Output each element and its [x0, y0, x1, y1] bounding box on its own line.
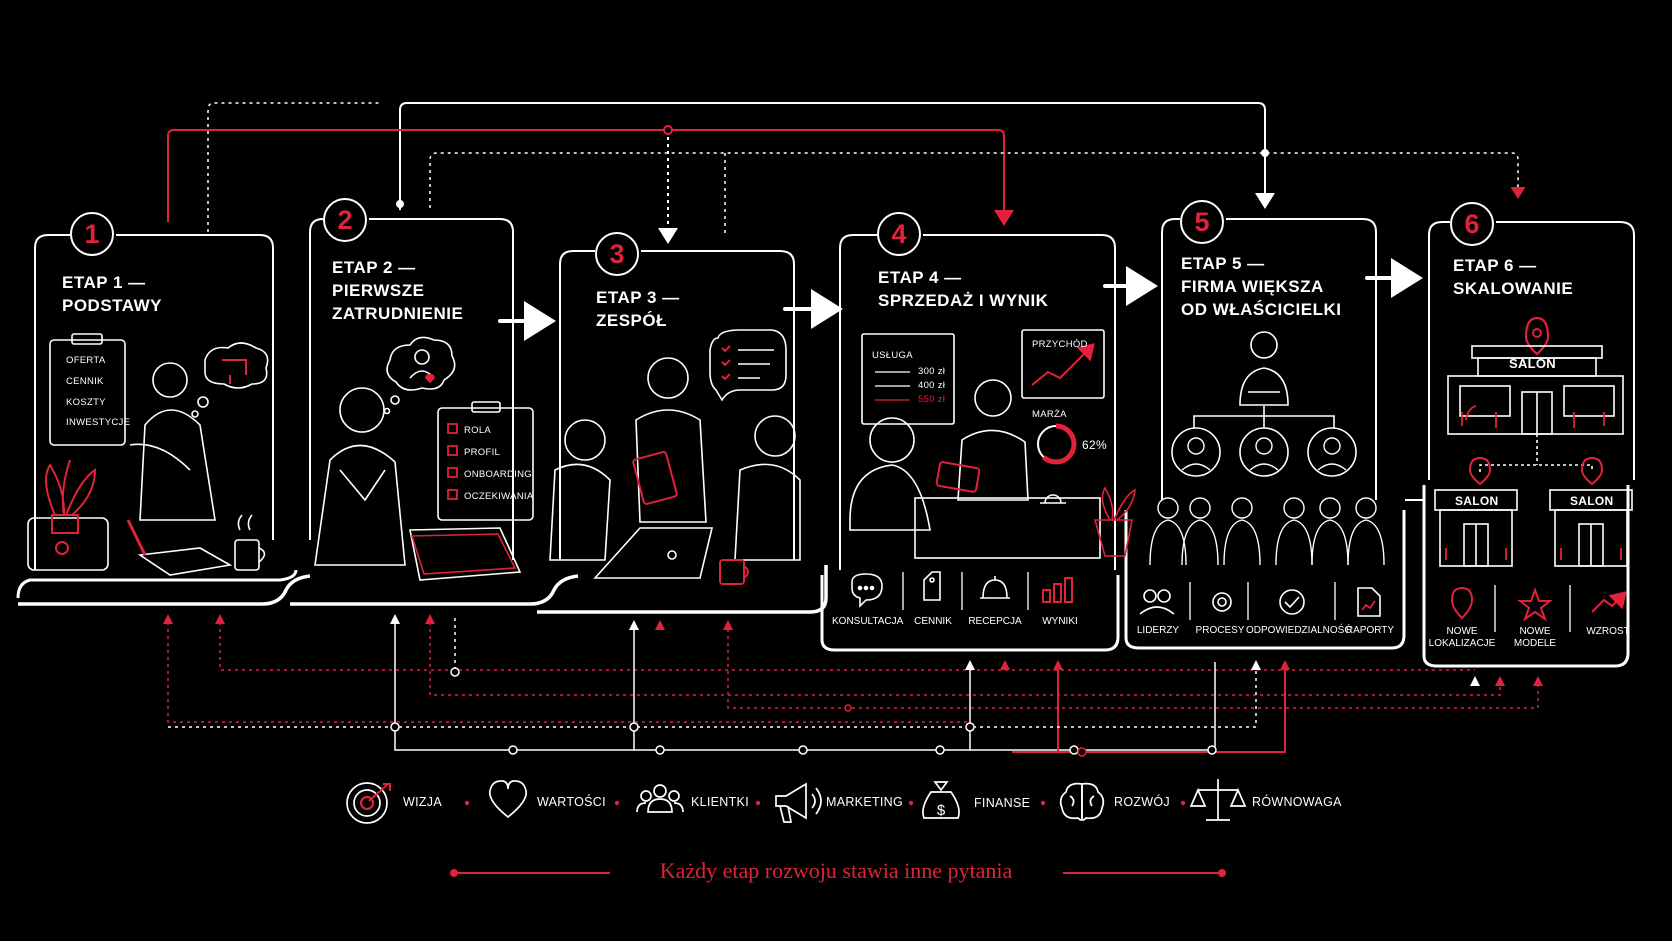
icon-label-procesy: PROCESY — [1195, 625, 1245, 636]
card2-illustration — [314, 336, 534, 581]
clipboard-item: INWESTYCJE — [66, 417, 131, 428]
icon-label-liderzy: LIDERZY — [1136, 625, 1180, 636]
card-frames — [16, 218, 1635, 668]
stage-4-number: 4 — [877, 212, 921, 256]
margin-title: MARŻA — [1032, 409, 1067, 420]
svg-text:$: $ — [937, 802, 946, 819]
people-icon — [636, 784, 684, 813]
icon-label-recepcja: RECEPCJA — [968, 616, 1022, 627]
scales-icon — [1189, 779, 1247, 821]
service-price: 400 zł — [918, 380, 946, 391]
card4-illustration — [849, 329, 1136, 610]
stage-6-title: ETAP 6 — SKALOWANIE — [1453, 256, 1574, 298]
checklist-item: ROLA — [464, 425, 492, 436]
icon-label-wzrost: WZROST — [1586, 626, 1630, 637]
heart-icon — [488, 780, 528, 819]
stage-arrows — [498, 258, 1423, 341]
card6-illustration — [1434, 316, 1633, 632]
margin-donut — [1035, 423, 1077, 465]
service-board-title: USŁUGA — [872, 350, 913, 361]
tagline: Każdy etap rozwoju stawia inne pytania — [659, 858, 1013, 883]
card5-illustration — [1139, 331, 1385, 620]
stage-2-title: ETAP 2 — PIERWSZE ZATRUDNIENIE — [332, 258, 464, 323]
service-price: 550 zł — [918, 394, 946, 405]
service-price: 300 zł — [918, 366, 946, 377]
stage-4-title: ETAP 4 — SPRZEDAŻ I WYNIK — [878, 268, 1049, 310]
stage-5-title: ETAP 5 — FIRMA WIĘKSZA OD WŁAŚCICIELKI — [1181, 254, 1342, 319]
card1-illustration — [27, 333, 269, 576]
stage-3-title: ETAP 3 — ZESPÓŁ — [596, 288, 680, 330]
brain-icon — [1059, 782, 1105, 821]
revenue-chart-title: PRZYCHÓD — [1032, 339, 1088, 350]
label-rozwoj: ROZWÓJ — [1114, 795, 1170, 809]
checklist-item: OCZEKIWANIA — [464, 491, 534, 502]
clipboard-item: CENNIK — [66, 376, 104, 387]
clipboard-item: OFERTA — [66, 355, 106, 366]
checklist-item: ONBOARDING — [464, 469, 532, 480]
icon-label-odpowiedzialnosc: ODPOWIEDZIALNOŚĆ — [1246, 625, 1352, 636]
checklist-item: PROFIL — [464, 447, 501, 458]
target-icon — [346, 782, 391, 824]
money-bag-icon: $ — [922, 781, 960, 819]
stage-6-number: 6 — [1450, 202, 1494, 246]
label-marketing: MARKETING — [826, 795, 904, 809]
salon-sign-right: SALON — [1570, 494, 1614, 508]
tagline-rule — [450, 869, 1226, 877]
icon-label-nowe-modele: NOWE MODELE — [1513, 626, 1557, 649]
label-rownowaga: RÓWNOWAGA — [1252, 795, 1342, 809]
stage-3-number: 3 — [595, 232, 639, 276]
megaphone-icon — [775, 782, 822, 823]
top-connectors — [167, 102, 1526, 244]
stage-1-title: ETAP 1 — PODSTAWY — [62, 273, 163, 315]
icon-label-wyniki: WYNIKI — [1042, 616, 1078, 627]
bottom-icon-row: $ — [346, 779, 1247, 824]
stage-2-number: 2 — [323, 198, 367, 242]
margin-percent: 62% — [1082, 438, 1107, 452]
label-finanse: FINANSE — [974, 796, 1031, 810]
label-wartosci: WARTOŚCI — [537, 795, 606, 809]
bottom-connectors — [163, 614, 1543, 757]
label-klientki: KLIENTKI — [691, 795, 749, 809]
salon-sign-main: SALON — [1509, 356, 1556, 371]
icon-label-cennik: CENNIK — [914, 616, 952, 627]
clipboard-item: KOSZTY — [66, 397, 106, 408]
icon-label-konsultacja: KONSULTACJA — [832, 616, 904, 627]
stage-5-number: 5 — [1180, 200, 1224, 244]
icon-label-raporty: RAPORTY — [1345, 625, 1395, 636]
label-wizja: WIZJA — [403, 795, 442, 809]
stage-1-number: 1 — [70, 212, 114, 256]
salon-sign-left: SALON — [1455, 494, 1499, 508]
card3-illustration — [549, 329, 801, 585]
icon-label-nowe-lokalizacje: NOWE LOKALIZACJE — [1428, 626, 1496, 649]
